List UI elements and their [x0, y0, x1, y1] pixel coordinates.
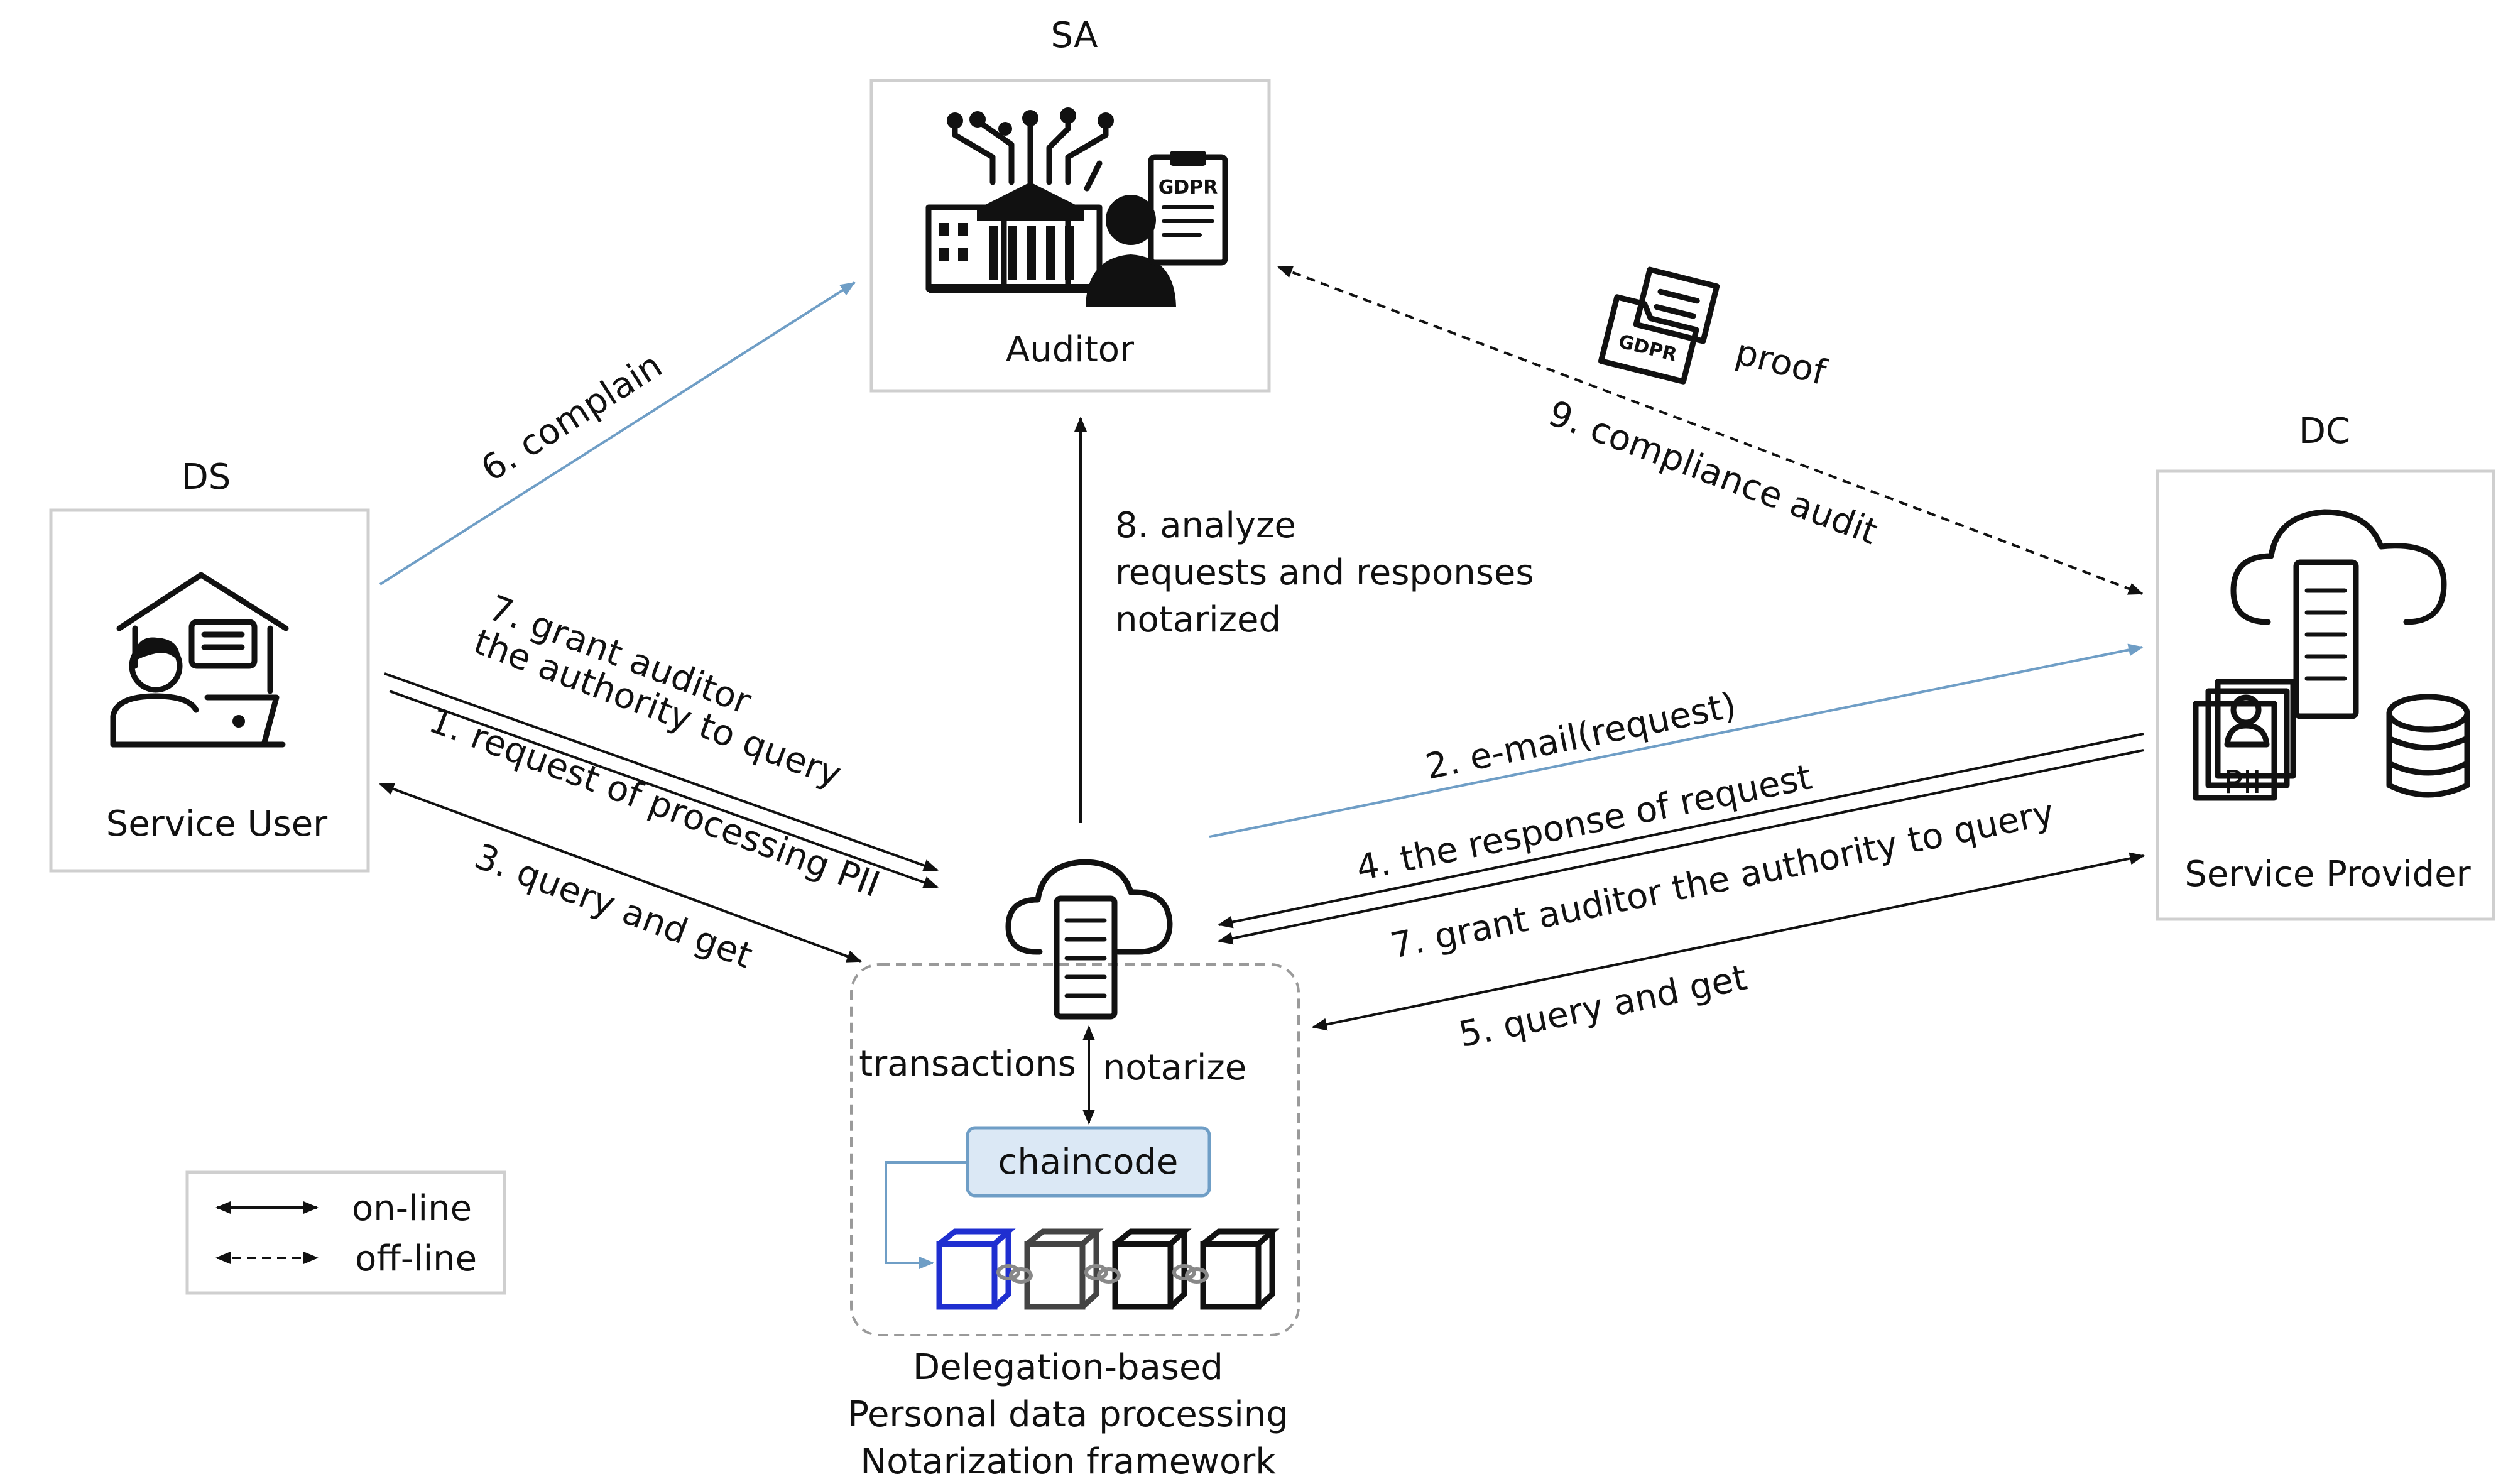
service-user-node: DS Service User	[49, 457, 370, 873]
government-building-icon: GDPR	[925, 107, 1228, 307]
query-get-ds-arrow	[379, 783, 862, 963]
framework-boundary	[850, 963, 1300, 1336]
ds-role-label: DS	[182, 457, 231, 498]
grant-dc-label: 7. grant auditor the authority to query	[1387, 792, 2058, 967]
chaincode-write-arrow	[885, 1161, 968, 1269]
analyze-label-line-2: requests and responses	[1115, 552, 1534, 593]
framework-caption-line-1: Delegation-based	[913, 1347, 1223, 1388]
analyze-label-line-1: 8. analyze	[1115, 505, 1296, 546]
analyze-label-line-3: notarized	[1115, 599, 1281, 640]
legend: on-line off-line	[185, 1170, 506, 1295]
cloud-node-icon	[1005, 859, 1173, 1020]
legend-box	[185, 1170, 506, 1295]
proof-gdpr-badge: GDPR	[1616, 330, 1679, 366]
block-icon	[1112, 1228, 1192, 1310]
cloud-server-icon	[2230, 509, 2447, 719]
transactions-label: transactions	[859, 1044, 1076, 1084]
query-get-dc-label: 5. query and get	[1456, 958, 1750, 1056]
block-icon	[1200, 1228, 1280, 1310]
email-request-arrow	[1209, 643, 2144, 838]
framework-caption-line-3: Notarization framework	[860, 1441, 1276, 1482]
query-get-dc-arrow	[1312, 852, 2145, 1031]
service-user-box	[49, 508, 370, 873]
notarization-framework: transactions notarize chaincode	[848, 859, 1300, 1482]
auditor-node: SA	[869, 15, 1271, 393]
email-request-label: 2. e-mail(request)	[1422, 685, 1740, 788]
chaincode-box: chaincode	[966, 1126, 1211, 1198]
gdpr-badge: GDPR	[1158, 177, 1218, 199]
service-user-label: Service User	[106, 804, 328, 844]
notarize-label: notarize	[1103, 1047, 1246, 1088]
grant-dc-arrow	[1218, 749, 2144, 945]
blockchain	[936, 1228, 1280, 1310]
proof-label: proof	[1731, 332, 1831, 394]
proof-document-icon: GDPR	[1598, 266, 1720, 385]
database-icon	[2386, 694, 2470, 798]
chain-link-icon	[996, 1264, 1209, 1284]
framework-caption-line-2: Personal data processing	[848, 1394, 1289, 1435]
service-provider-label: Service Provider	[2184, 854, 2471, 895]
compliance-audit-arrow	[1277, 266, 2144, 595]
legend-offline-label: off-line	[355, 1238, 477, 1279]
work-from-home-icon	[110, 572, 289, 748]
block-icon	[936, 1228, 1016, 1310]
sa-role-label: SA	[1051, 15, 1098, 56]
dc-role-label: DC	[2299, 411, 2350, 452]
block-icon	[1024, 1228, 1104, 1310]
service-provider-node: DC PII Service Provider	[2156, 411, 2495, 921]
chaincode-label: chaincode	[998, 1142, 1179, 1182]
pii-document-icon: PII	[2193, 679, 2296, 801]
compliance-audit-label: 9. compliance audit	[1543, 393, 1883, 553]
legend-online-label: on-line	[352, 1188, 472, 1229]
complain-label: 6. complain	[474, 345, 670, 490]
complain-arrow	[379, 281, 856, 586]
pii-badge: PII	[2224, 764, 2262, 800]
auditor-label: Auditor	[1006, 329, 1135, 370]
